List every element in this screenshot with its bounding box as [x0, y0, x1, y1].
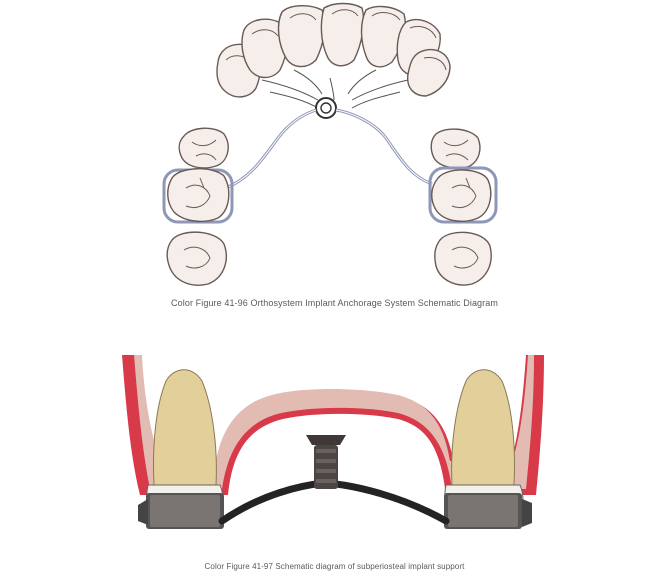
tooth-molar-left: [167, 168, 230, 223]
tooth-molar-right: [431, 169, 492, 222]
left-tooth: [138, 369, 224, 529]
tooth-molar-left-2: [166, 231, 227, 286]
implant-ring: [315, 97, 337, 119]
palatal-rugae: [261, 69, 409, 109]
tooth-premolar-left: [178, 127, 229, 169]
left-posterior-teeth: [162, 127, 234, 286]
tooth-canine-right: [407, 48, 451, 97]
right-posterior-teeth: [428, 128, 498, 286]
central-implant: [306, 435, 346, 489]
tooth-molar-right-2: [434, 231, 492, 286]
figure-caption-2: Color Figure 41-97 Schematic diagram of …: [204, 562, 465, 571]
tooth-incisor-left-2: [277, 5, 326, 68]
anterior-teeth: [216, 2, 451, 98]
right-tooth-root: [451, 369, 515, 486]
right-tooth: [444, 369, 532, 529]
left-tooth-root: [153, 369, 217, 486]
tooth-incisor-left-1: [320, 2, 365, 67]
orthosystem-figure: .tooth { fill: #f6eeea; stroke: #6a5a55;…: [0, 0, 669, 292]
orthosystem-illustration: .tooth { fill: #f6eeea; stroke: #6a5a55;…: [162, 2, 498, 286]
subperiosteal-figure: [0, 345, 669, 560]
tooth-premolar-right: [430, 128, 481, 169]
tooth-incisor-right-1: [360, 5, 406, 68]
figure-caption-1: Color Figure 41-96 Orthosystem Implant A…: [171, 298, 498, 308]
subperiosteal-illustration: [122, 355, 544, 529]
palatal-wire: [225, 108, 433, 190]
